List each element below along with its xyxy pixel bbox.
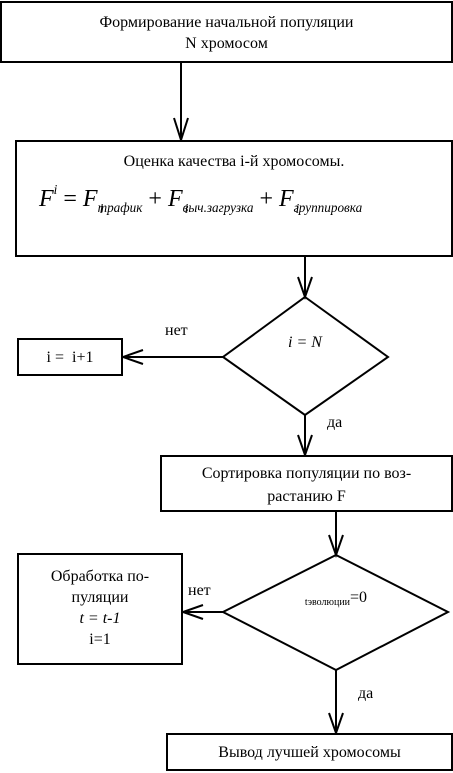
formula-f-group: F [278,186,294,212]
sort-line-2: растанию F [267,488,346,505]
evaluation-title-text: Оценка качества i-й хромосомы. [123,153,345,170]
formula-plus-2: + [253,186,279,212]
label-no-2: нет [188,582,211,599]
label-yes-2: да [358,685,374,702]
processing-block: Обработка по- пуляции t = t-1 i=1 [17,553,183,665]
arrowhead-cond1-no [119,349,144,365]
formula-sub-group: группировка [293,199,363,215]
increment-block: i = i+1 [17,338,123,376]
condition-2-text: tэволюции=0 [276,588,396,610]
condition-2-sub: tэволюции [304,597,351,608]
sort-line-1: Сортировка популяции по воз- [201,465,412,482]
formula-sup-traffic: i [99,201,104,216]
formula-plus-1: + [142,186,168,212]
sort-block: Сортировка популяции по воз- растанию F [160,455,453,512]
processing-line-1: Обработка по- [50,568,150,585]
arrowhead-cond2-no [179,604,204,620]
evaluation-title: Оценка качества i-й хромосомы. [17,152,451,172]
formula-f-traffic: F [82,186,98,212]
output-text: Вывод лучшей хромосомы [218,744,401,761]
condition-2-eq: =0 [350,589,368,606]
init-population-block: Формирование начальной популяции N хромо… [0,1,453,63]
init-line-1: Формирование начальной популяции [99,14,354,31]
processing-line-4: i=1 [89,631,111,648]
init-line-2: N хромосом [185,35,268,52]
increment-text: i = i+1 [46,349,94,366]
formula-equals: = [57,186,83,212]
decision-diamond-1 [221,295,390,417]
formula-sub-traffic: трафик [97,199,143,215]
label-yes-1: да [327,414,343,431]
processing-line-3: t = t-1 [79,610,121,627]
formula-sup-load: i [184,201,189,216]
processing-line-2: пуляции [71,589,129,606]
formula-f-lhs: F [39,186,54,212]
condition-1-text: i = N [288,334,322,351]
formula-sub-load: выч.загрузка [182,199,254,215]
label-no-1: нет [165,322,188,339]
formula-f-load: F [167,186,183,212]
formula-sup-lhs: i [53,182,58,198]
output-block: Вывод лучшей хромосомы [166,733,453,771]
formula-sup-group: i [295,201,300,216]
decision-diamond-2 [220,553,451,672]
